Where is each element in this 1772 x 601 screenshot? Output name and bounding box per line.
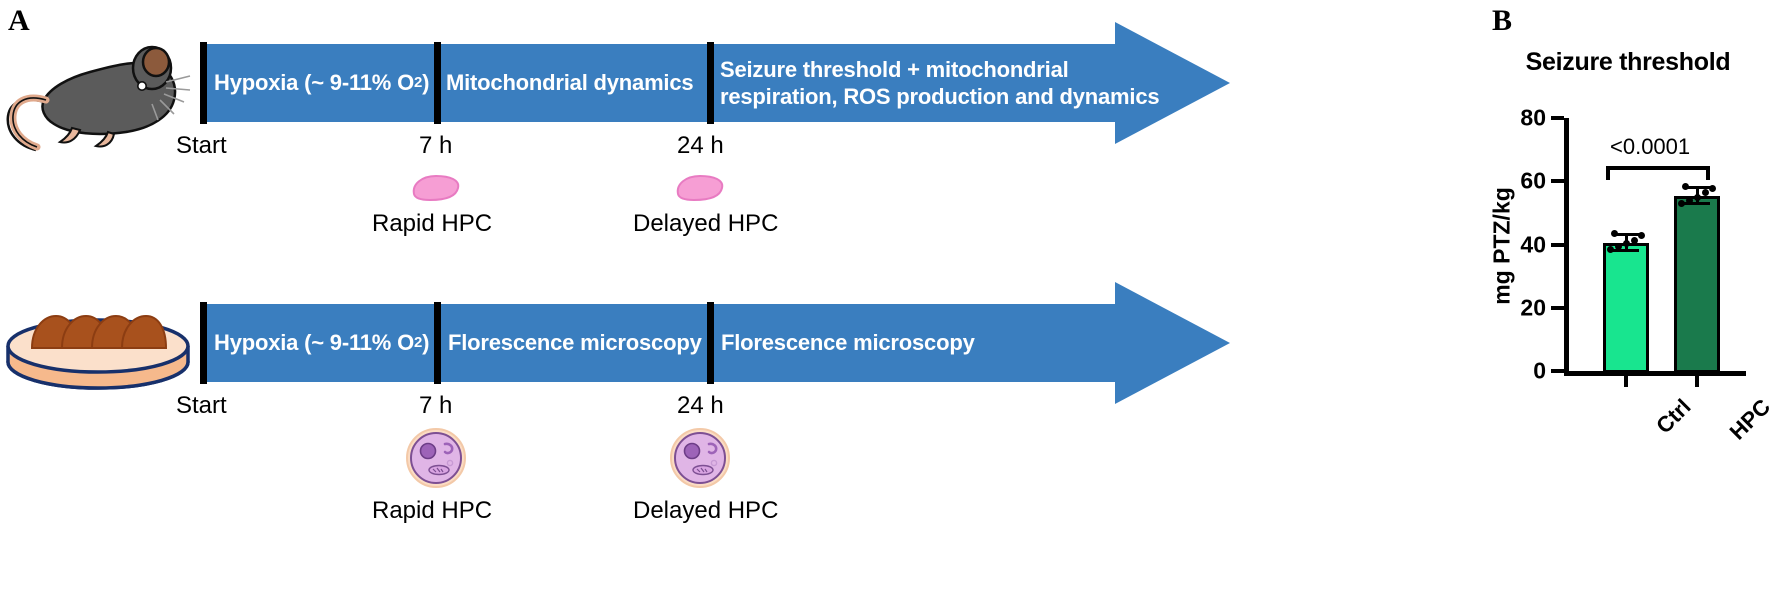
sig-bracket-right-tick	[1706, 166, 1710, 180]
segment-divider-24h	[707, 42, 714, 124]
segment-divider-7h	[434, 302, 441, 384]
arrow-head	[1115, 282, 1230, 404]
error-bar	[1696, 185, 1699, 202]
tick-label-7h: 7 h	[419, 132, 453, 159]
segment-divider-7h	[434, 42, 441, 124]
error-bar-cap-top	[1684, 185, 1710, 189]
data-point	[1709, 184, 1716, 192]
x-tick-label-ctrl: Ctrl	[1651, 394, 1696, 439]
y-tick-label: 20	[1520, 294, 1546, 321]
tick-label-start: Start	[176, 392, 227, 419]
data-point	[1638, 232, 1645, 239]
tick-label-24h: 24 h	[677, 392, 724, 419]
y-axis-line	[1564, 118, 1569, 376]
significance-label: <0.0001	[1610, 134, 1691, 159]
chart-title: Seizure threshold	[1525, 48, 1731, 76]
data-point	[1623, 239, 1630, 247]
chart-plot-area: mg PTZ/kg 0 20 40 60 80 Ctrl HPC <0.0001	[1489, 105, 1772, 445]
y-tick	[1551, 242, 1564, 247]
x-tick	[1624, 376, 1628, 387]
arrow-head	[1115, 22, 1230, 144]
cell-icon	[406, 428, 466, 488]
data-point	[1607, 246, 1614, 254]
event-label-rapid-hpc: Rapid HPC	[372, 497, 493, 524]
error-bar-cap-top	[1613, 233, 1639, 237]
data-point	[1694, 194, 1701, 202]
x-axis-line	[1564, 371, 1746, 376]
segment-label-florescence-microscopy-7h: Florescence microscopy	[448, 329, 702, 355]
error-bar-cap-bottom	[1613, 249, 1639, 253]
cell-icon	[670, 428, 730, 488]
mitochondrion-icon	[676, 174, 724, 202]
event-label-delayed-hpc: Delayed HPC	[633, 210, 779, 237]
arrow-shaft	[200, 304, 1120, 382]
y-tick	[1551, 369, 1564, 373]
data-point	[1686, 197, 1693, 205]
mitochondrion-icon	[412, 174, 460, 202]
sig-bracket-horizontal	[1606, 166, 1710, 170]
y-axis-title: mg PTZ/kg	[1488, 187, 1515, 305]
data-point	[1702, 189, 1709, 197]
data-point	[1615, 243, 1622, 251]
bar-hpc	[1674, 195, 1720, 373]
sig-bracket-left-tick	[1606, 166, 1610, 180]
y-tick-label: 80	[1520, 104, 1546, 131]
segment-divider-24h	[707, 302, 714, 384]
significance-bracket: <0.0001	[1564, 118, 1746, 378]
data-point	[1682, 182, 1689, 190]
event-label-delayed-hpc: Delayed HPC	[633, 497, 779, 524]
data-point	[1611, 230, 1618, 238]
x-tick-label-hpc: HPC	[1724, 394, 1772, 445]
panel-a-letter: A	[8, 4, 30, 37]
event-label-rapid-hpc: Rapid HPC	[372, 210, 493, 237]
segment-label-mitochondrial-dynamics: Mitochondrial dynamics	[446, 69, 694, 95]
seizure-threshold-chart: Seizure threshold mg PTZ/kg 0 20 40 60 80 Ct…	[1489, 40, 1772, 460]
tick-label-7h: 7 h	[419, 392, 453, 419]
tick-label-24h: 24 h	[677, 132, 724, 159]
segment-divider-start	[200, 302, 207, 384]
y-tick	[1551, 305, 1564, 310]
y-tick-label: 60	[1520, 167, 1546, 194]
segment-divider-start	[200, 42, 207, 124]
arrow-shaft	[200, 44, 1120, 122]
x-tick	[1695, 376, 1699, 387]
data-point	[1631, 236, 1638, 244]
mouse-icon	[6, 45, 191, 152]
y-tick	[1551, 116, 1564, 120]
cell-culture-dish-icon	[6, 314, 190, 390]
y-tick	[1551, 179, 1564, 184]
y-tick-label: 0	[1533, 357, 1546, 384]
tick-label-start: Start	[176, 132, 227, 159]
panel-b-letter: B	[1492, 4, 1513, 37]
segment-label-florescence-microscopy-24h: Florescence microscopy	[721, 329, 975, 355]
y-tick-label: 40	[1520, 231, 1546, 257]
bar-ctrl	[1603, 243, 1649, 373]
error-bar-cap-bottom	[1684, 201, 1710, 205]
data-point	[1678, 200, 1685, 208]
